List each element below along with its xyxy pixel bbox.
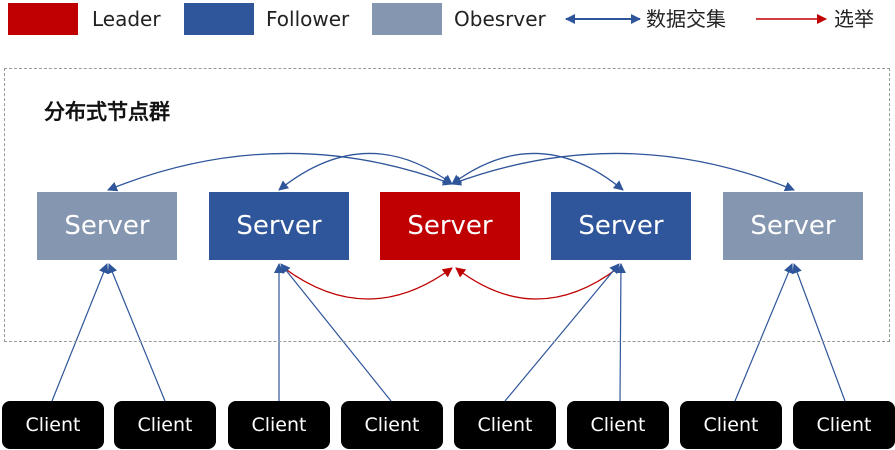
data-link-leader-server2 [278, 152, 453, 191]
election-link-server4-leader [455, 267, 619, 300]
client-5: Client [454, 401, 556, 449]
client-link-6 [615, 263, 626, 402]
server-observer-2: Server [723, 192, 863, 260]
legend-label-election: 选举 [834, 7, 874, 31]
client-2: Client [114, 401, 216, 449]
client-link-5 [504, 263, 620, 402]
legend-label-observer: Obesrver [454, 7, 546, 31]
cluster-title: 分布式节点群 [44, 100, 170, 124]
cluster-boundary [4, 68, 890, 342]
legend-swatch-leader [8, 3, 78, 35]
legend-label-data-exchange: 数据交集 [646, 7, 726, 31]
data-link-leader-server1 [107, 152, 453, 192]
server-leader: Server [380, 192, 520, 260]
legend-swatch-follower [184, 3, 254, 35]
client-8: Client [793, 401, 895, 449]
client-link-1 [51, 263, 109, 402]
client-6: Client [567, 401, 669, 449]
client-7: Client [680, 401, 782, 449]
client-link-2 [107, 263, 166, 402]
data-link-leader-server5 [451, 152, 795, 192]
client-3: Client [228, 401, 330, 449]
server-observer-1: Server [37, 192, 177, 260]
election-link-server2-leader [283, 267, 453, 300]
legend-label-leader: Leader [92, 7, 161, 31]
client-link-8 [792, 263, 846, 402]
client-link-7 [734, 263, 794, 402]
legend-swatch-observer [372, 3, 442, 35]
client-link-4 [280, 263, 392, 402]
legend-label-follower: Follower [266, 7, 350, 31]
server-follower-2: Server [551, 192, 691, 260]
client-1: Client [2, 401, 104, 449]
server-follower-1: Server [209, 192, 349, 260]
data-link-leader-server4 [451, 152, 624, 191]
client-4: Client [341, 401, 443, 449]
